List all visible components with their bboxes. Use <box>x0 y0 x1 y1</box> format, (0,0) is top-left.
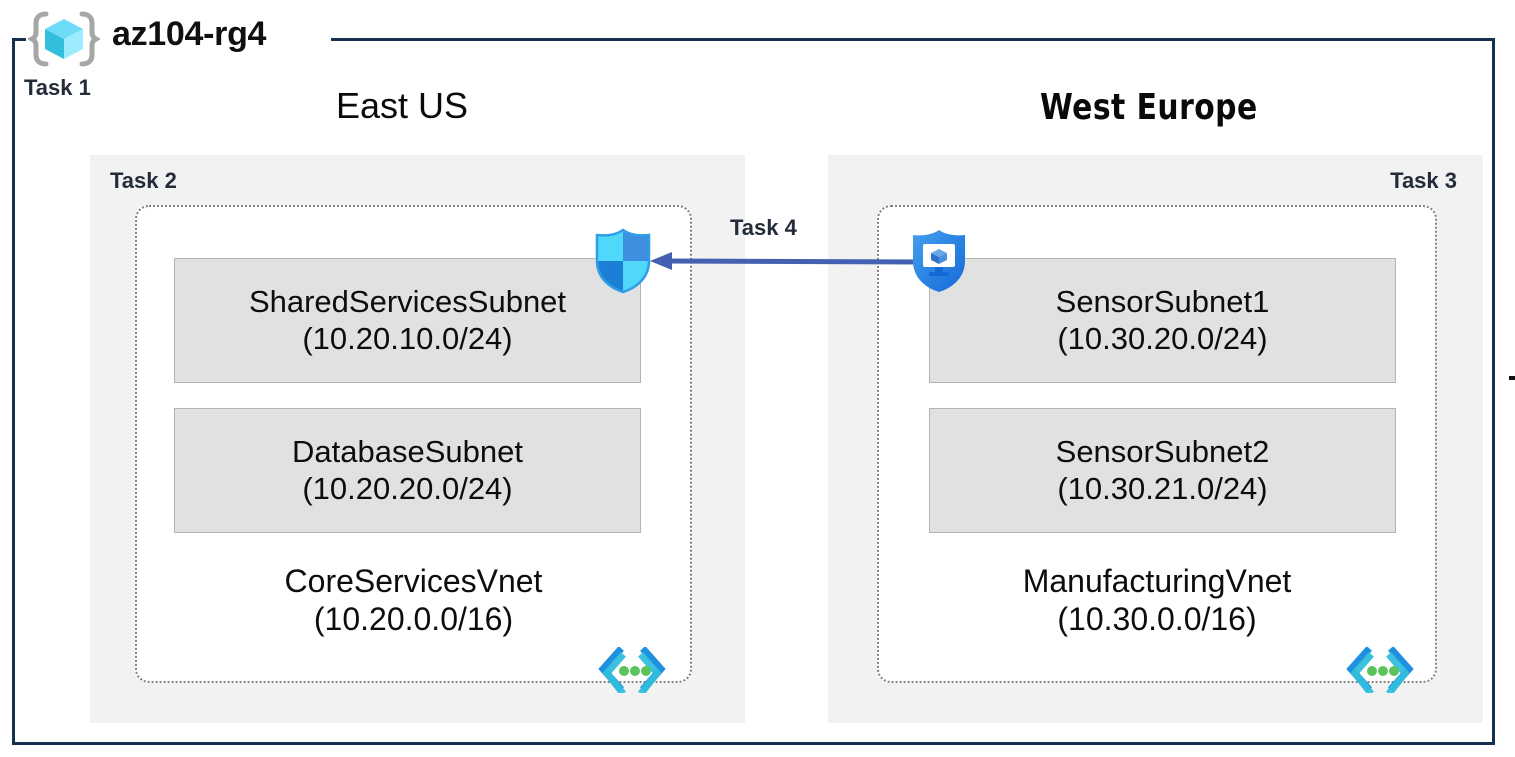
vnet-name: CoreServicesVnet <box>284 563 543 599</box>
subnet-cidr: (10.30.21.0/24) <box>1057 470 1268 506</box>
subnet-name: SensorSubnet1 <box>1055 283 1270 319</box>
vnet-brackets-icon <box>597 646 667 696</box>
task-label-4: Task 4 <box>730 215 797 240</box>
subnet-cidr: (10.20.10.0/24) <box>302 320 513 356</box>
vnet-name: ManufacturingVnet <box>1022 563 1292 599</box>
subnet-cidr: (10.20.20.0/24) <box>302 470 513 506</box>
subnet-name: SharedServicesSubnet <box>248 283 567 319</box>
task-label-1: Task 1 <box>24 75 91 100</box>
vnet-caption-coreservicesvnet: CoreServicesVnet (10.20.0.0/16) <box>135 563 692 639</box>
subnet-box-sensorsubnet2[interactable]: SensorSubnet2 (10.30.21.0/24) <box>929 408 1396 533</box>
subnet-box-databasesubnet[interactable]: DatabaseSubnet (10.20.20.0/24) <box>174 408 641 533</box>
vnet-cidr: (10.30.0.0/16) <box>1057 600 1257 637</box>
vnet-caption-manufacturingvnet: ManufacturingVnet (10.30.0.0/16) <box>877 563 1437 639</box>
edge-tick-mark <box>1509 376 1515 380</box>
vm-shield-icon <box>908 228 970 294</box>
subnet-box-sharedservicessubnet[interactable]: SharedServicesSubnet (10.20.10.0/24) <box>174 258 641 383</box>
region-title-east-us: East US <box>336 85 469 126</box>
vnet-peering-arrow <box>650 243 926 279</box>
resource-group-name: az104-rg4 <box>112 15 267 53</box>
subnet-box-sensorsubnet1[interactable]: SensorSubnet1 (10.30.20.0/24) <box>929 258 1396 383</box>
resource-group-cube-icon <box>26 10 102 68</box>
subnet-cidr: (10.30.20.0/24) <box>1057 320 1268 356</box>
resource-group-frame <box>12 38 1495 745</box>
vnet-brackets-icon <box>1345 646 1415 696</box>
network-security-shield-icon <box>592 228 654 294</box>
task-label-2: Task 2 <box>110 168 177 193</box>
task-label-3: Task 3 <box>1390 168 1457 193</box>
vnet-cidr: (10.20.0.0/16) <box>313 600 514 637</box>
subnet-name: SensorSubnet2 <box>1055 433 1270 469</box>
region-title-west-europe: West Europe <box>1040 87 1258 128</box>
subnet-name: DatabaseSubnet <box>292 433 523 469</box>
